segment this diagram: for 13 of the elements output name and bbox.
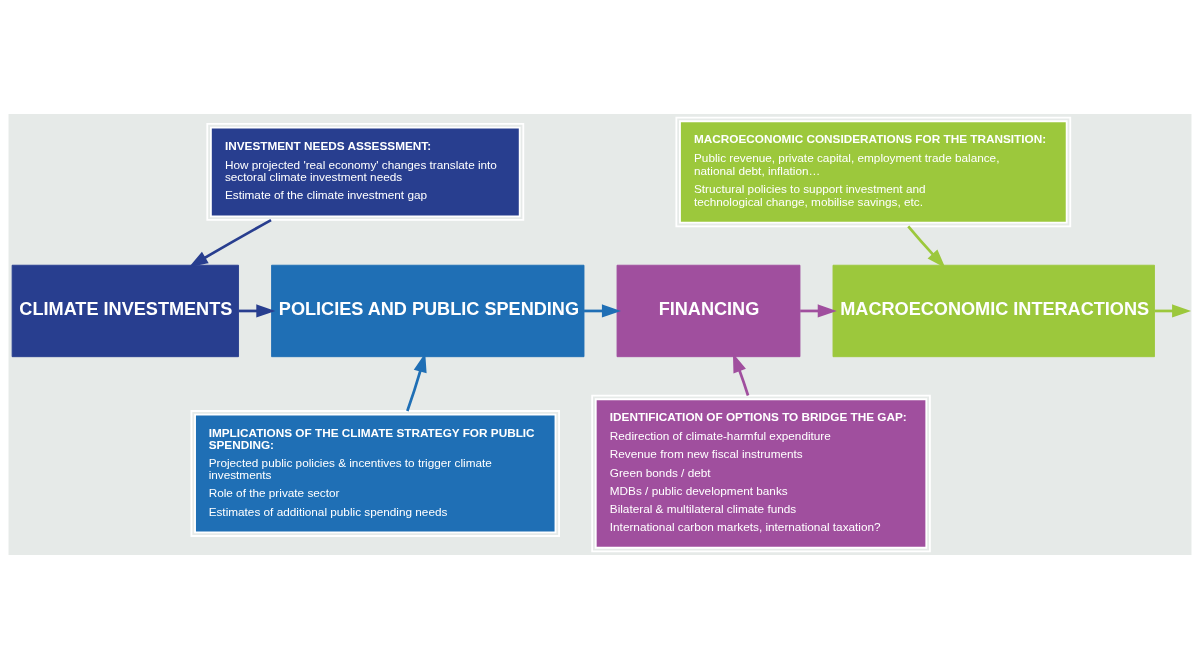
node-box: CLIMATE INVESTMENTS (11, 264, 239, 358)
node-box: FINANCING (616, 264, 801, 358)
arrow (907, 225, 946, 268)
arrow (800, 304, 837, 318)
node-box: POLICIES AND PUBLIC SPENDING (271, 264, 585, 358)
arrow (406, 353, 427, 412)
arrow (584, 304, 621, 318)
node-box: MACROECONOMIC INTERACTIONS (832, 264, 1155, 358)
arrow (1154, 304, 1192, 318)
arrow (188, 218, 272, 268)
node-box: MACROECONOMIC CONSIDERATIONS FOR THE TRANSITION: Public revenue, private capital, employment trade balance, national debt, inflation… Structural policies to support investment and technological change, mobilise savings, etc. (675, 116, 1072, 228)
arrow (732, 353, 750, 396)
arrow (238, 304, 276, 318)
